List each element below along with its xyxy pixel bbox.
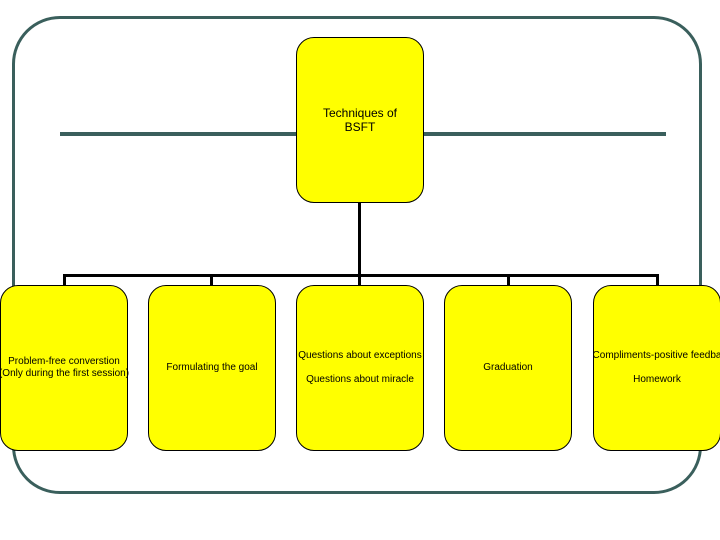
child-node-text: Problem-free converstion [8,356,120,367]
child-node-text: (Only during the first session) [0,368,130,379]
branch-drop-3 [358,274,361,286]
child-node-text: Graduation [483,362,533,373]
root-title-line2: BSFT [344,120,376,134]
root-node: Techniques of BSFT [296,37,424,203]
child-node-compliments: Compliments-positive feedba Homework [593,285,720,451]
branch-drop-1 [63,274,66,286]
child-node-text: Homework [633,374,681,385]
child-node-questions: Questions about exceptions Questions abo… [296,285,424,451]
root-connector [358,203,361,275]
child-node-text: Formulating the goal [166,362,258,373]
child-node-problem-free: Problem-free converstion (Only during th… [0,285,130,451]
child-node-graduation: Graduation [444,285,572,451]
root-title-line1: Techniques of [322,106,398,120]
child-node-goal: Formulating the goal [148,285,276,451]
branch-drop-4 [507,274,510,286]
rounded-frame [12,16,702,494]
child-node-text: Compliments-positive feedba [593,350,720,361]
child-node-text: Questions about miracle [306,374,414,385]
divider-line-right [423,132,666,136]
branch-drop-2 [210,274,213,286]
branch-drop-5 [656,274,659,286]
branch-bar [63,274,659,277]
divider-line-left [60,132,296,136]
child-node-text: Questions about exceptions [298,350,422,361]
